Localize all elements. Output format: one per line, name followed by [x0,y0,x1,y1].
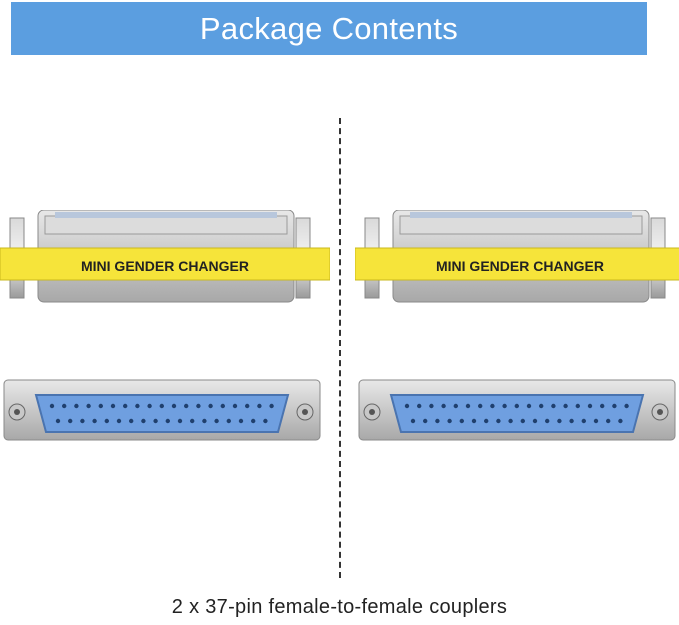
pin-hole [80,418,85,424]
pin-hole [165,418,170,424]
pin-hole [202,418,207,424]
pin-hole [593,418,599,424]
side-view: MINI GENDER CHANGER [0,209,331,303]
pin-hole [104,418,110,424]
pin-hole [478,403,483,409]
pin-hole [226,418,231,424]
pin-hole [551,403,556,409]
pin-hole [263,418,268,424]
pin-hole [465,403,471,409]
front-view [3,379,321,441]
pin-hole [508,418,513,424]
pin-hole [177,418,183,424]
pin-hole [61,403,67,409]
pin-hole [190,418,195,424]
front-view [358,379,676,441]
coupler-image-right: MINI GENDER CHANGER [354,209,679,441]
pin-hole [196,403,201,409]
pin-hole [68,418,73,424]
pin-hole [141,418,146,424]
pin-hole [557,418,562,424]
pin-socket [34,394,290,433]
pin-hole [459,418,464,424]
pin-hole [545,418,550,424]
pin-hole [153,418,158,424]
pin-hole [600,403,605,409]
pin-hole [581,418,586,424]
side-view: MINI GENDER CHANGER [354,209,679,303]
header-banner: Package Contents [11,2,647,55]
pin-hole [245,403,250,409]
pin-hole [116,418,122,424]
pin-hole [539,403,544,409]
pin-hole [55,418,61,424]
coupler-right: MINI GENDER CHANGER [354,209,679,450]
pin-hole [214,418,219,424]
pin-hole [532,418,538,424]
pin-hole [612,403,617,409]
pin-hole [569,418,574,424]
pin-hole [49,403,55,409]
pin-hole [208,403,213,409]
pin-hole [484,418,489,424]
dashed-divider [339,118,341,578]
coupler-image-left: MINI GENDER CHANGER [0,209,331,441]
pin-hole [135,403,140,409]
pin-hole [435,418,440,424]
pin-hole [184,403,189,409]
pin-hole [429,403,434,409]
pin-hole [606,418,611,424]
pin-hole [129,418,134,424]
pin-hole [514,403,519,409]
pin-hole [98,403,104,409]
pin-hole [123,403,128,409]
pin-hole [441,403,446,409]
coupler-left: MINI GENDER CHANGER [0,209,331,450]
pin-hole [575,403,580,409]
pin-hole [220,403,225,409]
pin-hole [110,403,116,409]
caption: 2 x 37-pin female-to-female couplers [171,596,508,618]
pin-hole [232,403,238,409]
pin-hole [490,403,495,409]
pin-hole [423,418,428,424]
pin-hole [563,403,568,409]
pin-hole [92,418,97,424]
pin-hole [502,403,507,409]
pin-hole [587,403,593,409]
pin-hole [171,403,177,409]
pin-hole [251,418,256,424]
pin-hole [86,403,91,409]
pin-hole [147,403,152,409]
pin-hole [404,403,410,409]
label-band [0,247,331,281]
pin-hole [257,403,262,409]
banner-title: Package Contents [199,10,459,46]
coupler-label: MINI GENDER CHANGER [81,258,249,274]
pin-hole [453,403,458,409]
label-band [354,247,679,281]
pin-hole [526,403,532,409]
pin-socket [389,394,645,433]
pin-hole [447,418,452,424]
pin-hole [159,403,164,409]
pin-hole [618,418,623,424]
pin-hole [520,418,525,424]
pin-hole [417,403,422,409]
pin-hole [74,403,79,409]
pin-hole [238,418,244,424]
pin-hole [410,418,416,424]
pin-hole [496,418,501,424]
pin-hole [269,403,274,409]
pin-hole [624,403,629,409]
coupler-label: MINI GENDER CHANGER [436,258,604,274]
pin-hole [471,418,477,424]
